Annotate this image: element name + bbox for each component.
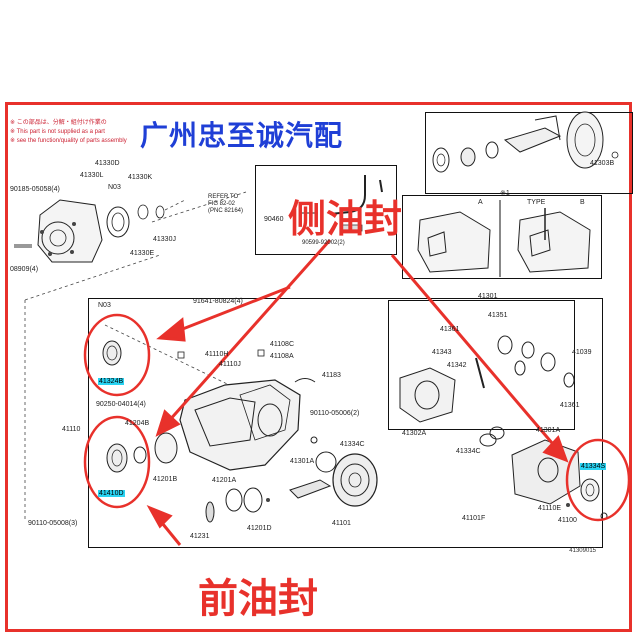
part-label: 41110E <box>538 505 562 512</box>
part-label: 41330D <box>95 160 120 167</box>
part-label: 41100 <box>558 517 577 524</box>
part-label: 41183 <box>322 372 341 379</box>
front-oil-seal-callout: 前油封 <box>198 576 318 622</box>
highlight-circles <box>83 313 631 522</box>
part-label: 41361 <box>560 402 580 409</box>
breather-drawing <box>300 175 383 232</box>
part-label: 08909(4) <box>10 266 39 273</box>
part-label: 41334C <box>456 448 481 455</box>
note-line-1: ※ この部品は、分解・組付け作業の <box>10 120 107 126</box>
highlight-label-upper-seal: 41324B <box>98 378 125 385</box>
main-assembly-frame <box>88 298 603 548</box>
differential-drawing <box>399 335 575 447</box>
part-label: 41110J <box>219 361 241 368</box>
part-label: 41231 <box>190 533 210 540</box>
highlight-label-front-seal: 41410D <box>98 490 125 497</box>
refer-to-note: REFER TO FIG 82-02 (PNC 82164) <box>208 194 244 215</box>
lower-seal-circle <box>83 415 151 509</box>
part-label: 91641-80824(4) <box>193 298 243 305</box>
part-label: 41330K <box>128 174 153 181</box>
part-label: 41101 <box>332 520 351 527</box>
part-label: 41343 <box>432 349 452 356</box>
type-variant-frame <box>402 195 602 279</box>
part-label: N03 <box>98 302 111 309</box>
part-label: 41201A <box>212 477 237 484</box>
right-seal-circle <box>565 438 631 522</box>
oil-seal-shapes <box>102 340 263 523</box>
part-label: 90110-05006(2) <box>310 410 360 417</box>
part-label: 41101F <box>462 515 486 522</box>
rear-housing-drawing <box>14 199 165 263</box>
part-label: 41110 <box>62 426 81 433</box>
part-label: 90110-05008(3) <box>28 520 78 527</box>
part-label: 41334C <box>340 441 365 448</box>
part-label: 41110H <box>205 351 229 358</box>
part-label: 41301A <box>290 458 315 465</box>
part-label: 41351 <box>488 312 508 319</box>
upper-seal-circle <box>83 313 151 397</box>
side-oil-seal-callout: 侧油封 <box>288 197 403 241</box>
part-label: 41330E <box>130 250 155 257</box>
part-label: 90460 <box>264 216 284 223</box>
part-label: 41302A <box>402 430 427 437</box>
differential-frame <box>388 300 575 430</box>
ring-gear-drawing <box>266 436 378 507</box>
part-label: 90250-04014(4) <box>96 401 146 408</box>
note-line-2: ※ This part is not supplied as a part <box>10 129 105 135</box>
note-line-3: ※ see the function/quality of parts asse… <box>10 138 127 144</box>
breather-inset-frame <box>255 165 397 255</box>
part-label: 41201D <box>247 525 272 532</box>
part-label: 41204B <box>125 420 150 427</box>
dashed-leaders <box>24 199 186 520</box>
main-carrier-drawing <box>177 349 316 471</box>
part-label: 41301A <box>536 427 561 434</box>
part-label: 90185-05058(4) <box>10 186 60 193</box>
part-label: 41108A <box>270 353 294 360</box>
part-label: 90599-92002(2) <box>302 240 345 246</box>
type-b-label: B <box>580 199 585 206</box>
part-label: N03 <box>108 184 121 191</box>
part-label: 41039 <box>572 349 592 356</box>
red-arrows <box>146 239 569 546</box>
shop-watermark: 广州忠至诚汽配 <box>140 119 344 152</box>
type-a-label: A <box>478 199 483 206</box>
figure-id: 41309015 <box>569 548 596 554</box>
highlight-label-side-seal: 41334S <box>580 463 607 470</box>
pinion-group-frame <box>425 112 633 194</box>
pinion-gear-drawing <box>432 111 619 173</box>
red-border-frame <box>5 102 632 632</box>
part-label: 41301 <box>478 293 498 300</box>
type-housings <box>417 200 591 277</box>
part-label: 41342 <box>447 362 467 369</box>
part-label: 41201B <box>153 476 178 483</box>
part-label: 41361 <box>440 326 460 333</box>
star-note: ※1 <box>500 190 510 197</box>
part-label: 41303B <box>590 160 615 167</box>
part-label: 41330J <box>153 236 176 243</box>
type-label: TYPE <box>527 199 546 206</box>
part-label: 41108C <box>270 341 295 348</box>
part-label: 41330L <box>80 172 104 179</box>
